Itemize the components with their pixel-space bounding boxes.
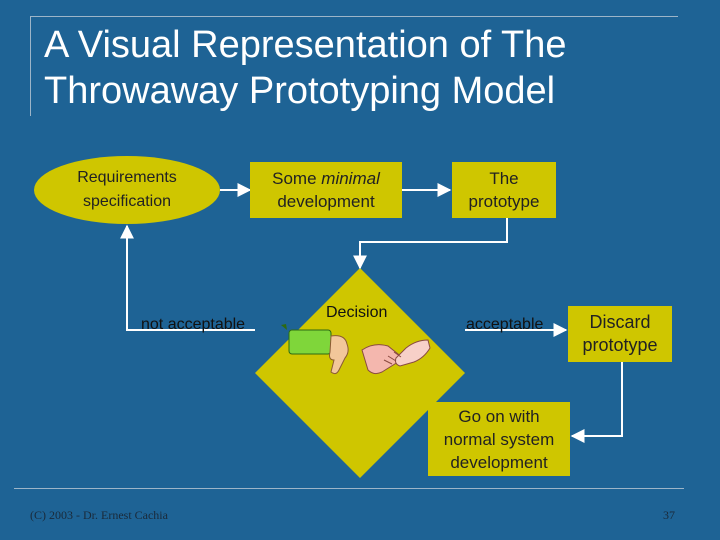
handshake-icon bbox=[361, 339, 431, 375]
copyright-text: (C) 2003 - Dr. Ernest Cachia bbox=[30, 508, 168, 522]
frame-left-line bbox=[30, 16, 31, 116]
minimal-line-1: Some minimal bbox=[272, 167, 380, 190]
go-on-line-1: Go on with bbox=[458, 406, 540, 426]
decision-label: Decision bbox=[326, 304, 388, 321]
frame-bottom-line bbox=[14, 488, 684, 489]
arrow-not-acceptable bbox=[120, 224, 255, 331]
go-on-line-2: normal system bbox=[443, 429, 555, 449]
prototype-node: The prototype bbox=[452, 162, 556, 218]
page-number: 37 bbox=[663, 508, 675, 522]
arrow-prototype-to-decision bbox=[353, 218, 508, 270]
title-line-1: A Visual Representation of The bbox=[44, 24, 567, 66]
minimal-development-node: Some minimal development bbox=[250, 162, 402, 218]
acceptable-label: acceptable bbox=[466, 316, 544, 333]
decision-diamond bbox=[255, 268, 465, 478]
requirements-node: Requirements specification bbox=[62, 166, 192, 214]
prototype-line-1: The bbox=[489, 169, 519, 188]
minimal-text-some: Some bbox=[272, 169, 322, 188]
frame-top-line bbox=[30, 16, 678, 17]
minimal-line-2: development bbox=[277, 192, 375, 211]
prototype-line-2: prototype bbox=[468, 192, 540, 211]
discard-prototype-node: Discard prototype bbox=[568, 306, 672, 362]
discard-line-1: Discard bbox=[589, 312, 651, 332]
go-on-line-3: development bbox=[450, 452, 548, 472]
title-line-2: Throwaway Prototyping Model bbox=[44, 70, 556, 112]
requirements-ellipse bbox=[34, 156, 220, 224]
go-on-node: Go on with normal system development bbox=[428, 402, 570, 476]
minimal-text-minimal: minimal bbox=[321, 169, 380, 188]
thumbs-down-icon bbox=[281, 324, 349, 375]
page-title: A Visual Representation of The Throwaway… bbox=[44, 22, 684, 114]
not-acceptable-label: not acceptable bbox=[141, 316, 246, 333]
requirements-line-2: specification bbox=[82, 193, 172, 210]
discard-line-2: prototype bbox=[582, 335, 658, 355]
arrow-discard-to-goon bbox=[570, 362, 623, 443]
requirements-line-1: Requirements bbox=[77, 169, 177, 186]
